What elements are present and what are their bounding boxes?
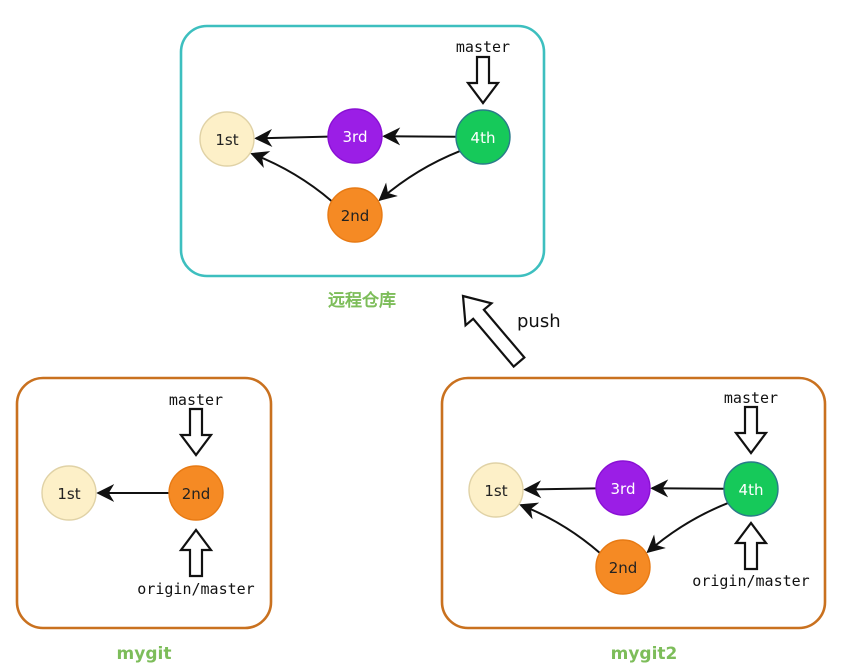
- commit-mygit2-c2: [595, 539, 651, 595]
- repo-mygit2-panel: [440, 376, 827, 630]
- commit-remote-c3-label: 3rd: [343, 128, 368, 146]
- ref-mygit2-origin-master-label: origin/master: [692, 572, 809, 590]
- commit-mygit2-c4-label: 4th: [739, 481, 764, 499]
- commit-remote-c2-label: 2nd: [341, 207, 370, 225]
- commit-remote-c1: [199, 111, 255, 167]
- edge-remote-c4-to-c3: [382, 127, 457, 146]
- repo-mygit: mygit 1st 2nd master origin/master: [15, 376, 273, 664]
- ref-mygit-master-label: master: [169, 391, 223, 409]
- ref-mygit2-master-arrow: [733, 405, 769, 455]
- commit-mygit2-c1: [468, 462, 524, 518]
- repo-remote-panel: [179, 24, 546, 278]
- repo-mygit-label: mygit: [117, 644, 172, 664]
- edge-mygit2-c3-to-c1: [523, 480, 597, 499]
- commit-remote-c4: [455, 109, 511, 165]
- ref-mygit-origin-master-arrow: [178, 528, 214, 578]
- commit-mygit2-c2-label: 2nd: [609, 559, 638, 577]
- ref-mygit-master-arrow: [178, 407, 214, 457]
- commit-mygit2-c4: [723, 461, 779, 517]
- edge-mygit2-c2-to-c1: [519, 502, 601, 554]
- commit-mygit2-c1-label: 1st: [484, 482, 507, 500]
- repo-mygit-panel: [15, 376, 273, 630]
- edge-remote-c2-to-c1: [250, 151, 333, 202]
- commit-mygit2-c3: [595, 460, 651, 516]
- repo-remote: 远程仓库 1st 3rd 4th 2nd master: [179, 24, 546, 311]
- edge-remote-c3-to-c1: [254, 128, 329, 147]
- push-label: push: [517, 311, 561, 332]
- edge-remote-c4-to-c2: [378, 150, 461, 202]
- repo-mygit2: mygit2 1st 3rd 4th 2nd master origin/master: [440, 376, 827, 664]
- commit-remote-c3: [327, 108, 383, 164]
- commit-mygit-c2: [168, 465, 224, 521]
- push-indicator: push: [461, 294, 561, 369]
- commit-mygit-c2-label: 2nd: [182, 485, 211, 503]
- commit-remote-c4-label: 4th: [471, 129, 496, 147]
- edge-mygit2-c4-to-c2: [646, 502, 729, 554]
- repo-remote-label: 远程仓库: [328, 290, 396, 311]
- ref-remote-master-arrow: [465, 55, 501, 105]
- repo-mygit2-label: mygit2: [611, 644, 678, 664]
- ref-mygit2-origin-master-arrow: [733, 521, 769, 571]
- commit-mygit2-c3-label: 3rd: [611, 480, 636, 498]
- commit-remote-c1-label: 1st: [215, 131, 238, 149]
- commit-mygit-c1-label: 1st: [57, 485, 80, 503]
- commit-remote-c2: [327, 187, 383, 243]
- ref-remote-master-label: master: [456, 38, 510, 56]
- commit-mygit-c1: [41, 465, 97, 521]
- ref-mygit-origin-master-label: origin/master: [137, 580, 254, 598]
- ref-mygit2-master-label: master: [724, 389, 778, 407]
- push-arrow: [461, 294, 526, 369]
- edge-mygit2-c4-to-c3: [650, 479, 725, 498]
